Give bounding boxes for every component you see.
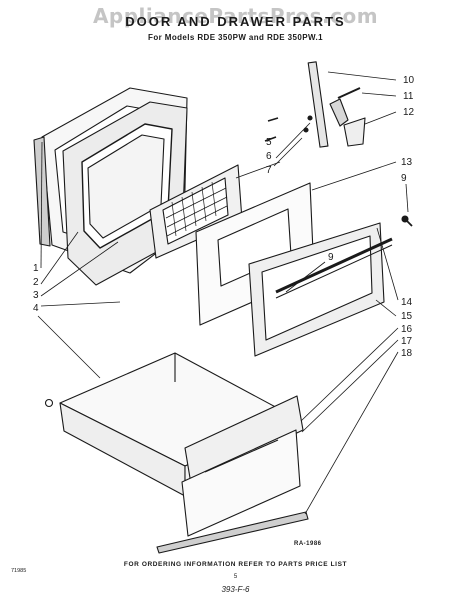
callout-label: 12 <box>403 107 415 118</box>
callout-label: 18 <box>401 348 413 359</box>
callout-label: 9 <box>401 173 407 184</box>
callout-label: 9 <box>328 252 334 263</box>
callout-label: 6 <box>266 151 272 162</box>
corner-code: 71985 <box>11 568 27 574</box>
drawer-front-panel <box>181 395 304 537</box>
callout-label: 5 <box>266 137 272 148</box>
callout-label: 1 <box>33 263 39 274</box>
watermark-text: AppliancePartsPros.com <box>92 4 379 28</box>
callout-label: 3 <box>33 290 39 301</box>
callout-label: 17 <box>401 336 413 347</box>
callout-label: 16 <box>401 324 413 335</box>
callout-label: 2 <box>33 277 39 288</box>
ordering-note: FOR ORDERING INFORMATION REFER TO PARTS … <box>123 561 348 568</box>
callout-label: 13 <box>401 157 413 168</box>
hinge-assembly <box>303 61 366 148</box>
callout-label: 7 <box>266 165 272 176</box>
drawer-rail <box>156 511 309 554</box>
figure-id: RA-1986 <box>294 541 322 547</box>
page-number: 5 <box>233 574 238 580</box>
document-code: 393-F-6 <box>221 585 250 594</box>
callout-label: 11 <box>403 91 414 102</box>
callout-label: 4 <box>33 303 39 314</box>
page-title: DOOR AND DRAWER PARTS <box>125 14 346 29</box>
callout-label: 14 <box>401 297 413 308</box>
callout-leaders <box>37 71 409 515</box>
page-subtitle: For Models RDE 350PW and RDE 350PW.1 <box>148 33 323 42</box>
callout-label: 10 <box>403 75 415 86</box>
callout-label: 15 <box>401 311 413 322</box>
door-handle <box>275 215 413 299</box>
door-screws <box>264 117 279 142</box>
